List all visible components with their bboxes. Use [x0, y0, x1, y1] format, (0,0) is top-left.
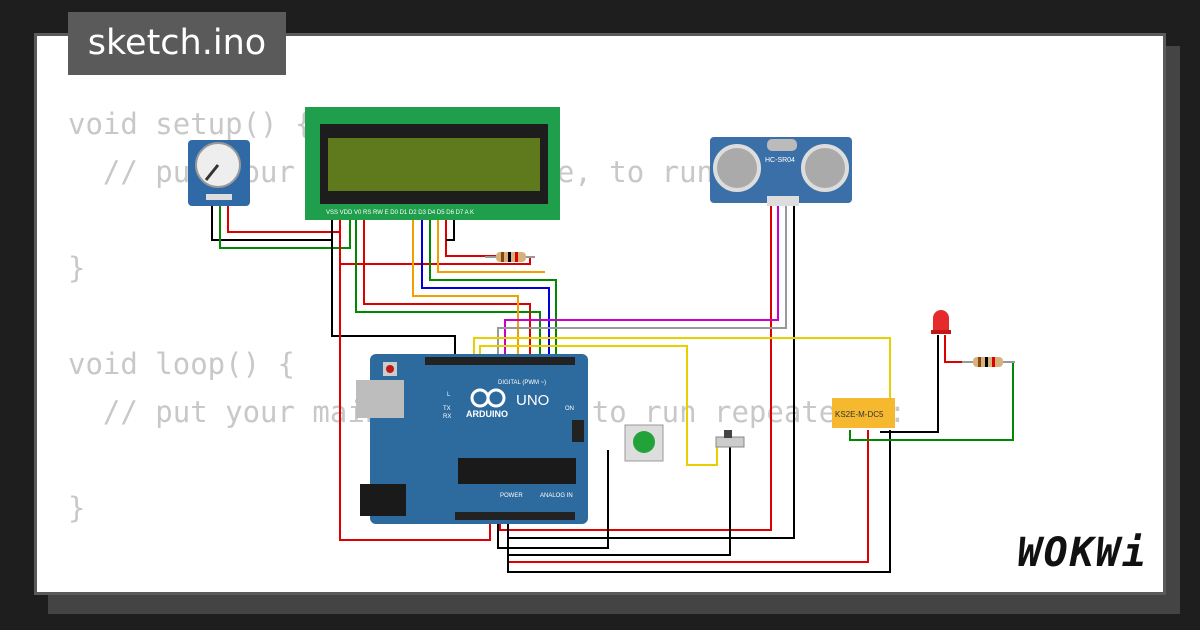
pushbutton-icon[interactable] — [624, 424, 664, 462]
lcd-pin-labels: VSS VDD V0 RS RW E D0 D1 D2 D3 D4 D5 D6 … — [326, 210, 474, 216]
lcd-icon[interactable]: VSS VDD V0 RS RW E D0 D1 D2 D3 D4 D5 D6 … — [305, 107, 560, 220]
arduino-analog-label: ANALOG IN — [540, 493, 573, 499]
resistor-icon — [962, 357, 1015, 367]
wires — [211, 200, 1014, 573]
code-line: } — [68, 491, 86, 525]
arduino-on-label: ON — [565, 406, 574, 412]
arduino-model: UNO — [516, 392, 549, 409]
arduino-rx-label: RX — [443, 414, 451, 420]
file-tab[interactable]: sketch.ino — [68, 12, 286, 75]
arduino-uno-icon[interactable]: ARDUINO UNO DIGITAL (PWM ~) POWER ANALOG… — [356, 354, 588, 524]
potentiometer-icon[interactable] — [188, 140, 250, 206]
code-line: void setup() { — [68, 107, 313, 141]
led-icon[interactable] — [931, 310, 951, 334]
relay-label: KS2E-M-DC5 — [835, 410, 884, 419]
arduino-brand: ARDUINO — [466, 409, 508, 419]
sketch-card — [34, 33, 1166, 595]
code-line: } — [68, 251, 86, 285]
arduino-header-label: DIGITAL (PWM ~) — [498, 380, 546, 386]
relay-icon[interactable]: KS2E-M-DC5 — [832, 398, 895, 428]
ultrasonic-label: HC-SR04 — [765, 157, 795, 164]
code-line: void loop() { — [68, 347, 295, 381]
wokwi-logo: WOKWi — [1017, 530, 1148, 576]
slide-switch-icon[interactable] — [715, 430, 745, 448]
resistor-icon — [485, 252, 535, 262]
arduino-power-label: POWER — [500, 493, 523, 499]
arduino-l-label: L — [447, 392, 451, 398]
arduino-tx-label: TX — [443, 406, 451, 412]
ultrasonic-sensor-icon[interactable]: HC-SR04 — [710, 137, 852, 206]
